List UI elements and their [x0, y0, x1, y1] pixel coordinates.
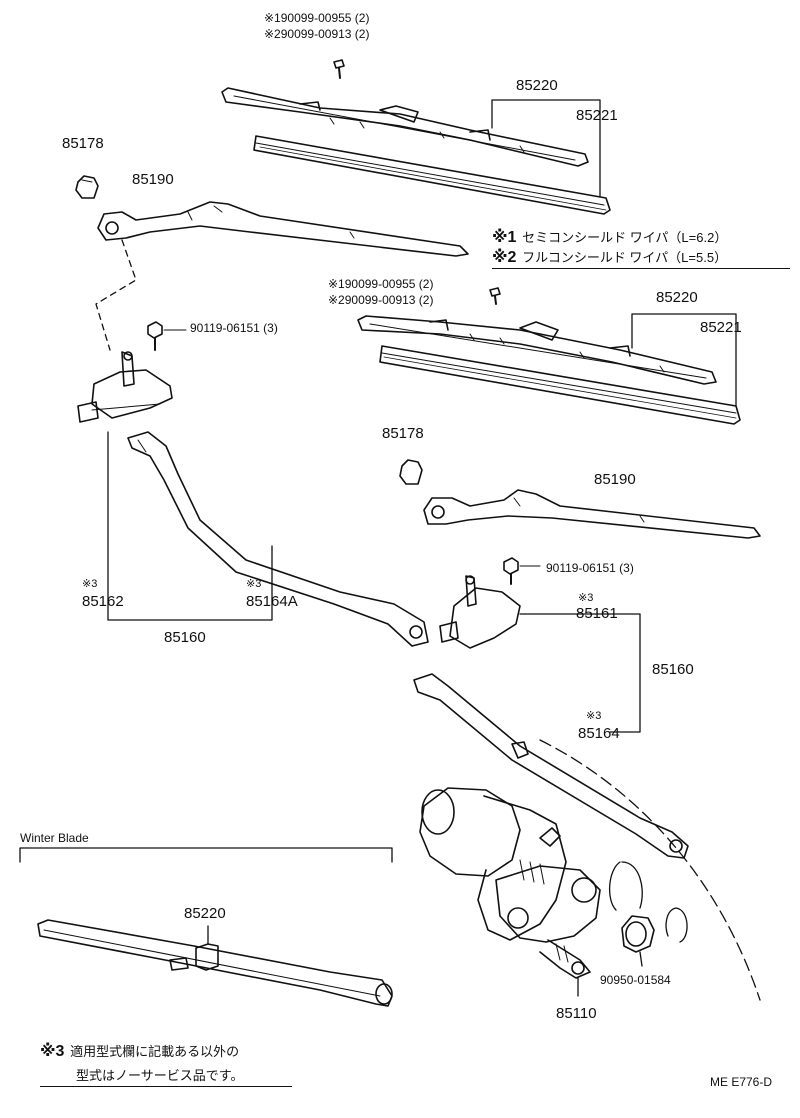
winter-blade: [37, 919, 393, 1007]
label-link-right-rod: 85164: [578, 725, 620, 742]
label-link-left-pivot: 85162: [82, 593, 124, 610]
note-2: ※2 フルコンシールド ワイパ（L=5.5）: [492, 249, 728, 266]
left-pivot: [77, 351, 173, 423]
note-3-line2: 型式はノーサービス品です。: [76, 1068, 244, 1083]
label-link-right-pivot: 85161: [576, 605, 618, 622]
note-3-underline: [40, 1086, 292, 1087]
label-bolt-lower: 90119-06151 (3): [546, 561, 634, 575]
lower-wiper-refill: [379, 345, 741, 425]
lower-wiper-blade: [357, 315, 717, 385]
upper-wiper-blade: [221, 87, 589, 167]
left-callout-lines: [107, 431, 273, 621]
label-grommet: 90950-01584: [600, 973, 671, 987]
winter-bracket: [19, 847, 393, 863]
label-blade-upper: 85220: [516, 77, 558, 94]
right-link-rod: [413, 673, 689, 859]
upper-wiper-arm: [97, 201, 469, 257]
left-link-rod: [127, 431, 429, 647]
upper-bolt: [147, 321, 187, 351]
note-2-underline: [492, 268, 790, 269]
note-1: ※1 セミコンシールド ワイパ（L=6.2）: [492, 229, 728, 246]
label-arm-upper: 85190: [132, 171, 174, 188]
lower-cap: [399, 459, 423, 485]
winter-blade-title: Winter Blade: [20, 831, 89, 845]
screws-lower-line1: ※190099-00955 (2): [328, 277, 434, 291]
lower-bolt: [503, 557, 541, 585]
label-link-left-rod: 85164A: [246, 593, 298, 610]
wiper-motor: [419, 787, 601, 979]
label-link-right-assy: 85160: [652, 661, 694, 678]
label-link-left-mark: ※3: [82, 578, 98, 590]
upper-screw: [333, 59, 345, 79]
diagram-code: ME E776-D: [710, 1075, 773, 1089]
note-2-text: フルコンシールド ワイパ（L=5.5）: [522, 250, 728, 265]
screws-upper-line2: ※290099-00913 (2): [264, 27, 370, 41]
note-3-text-1: 適用型式欄に記載ある以外の: [70, 1044, 240, 1059]
label-cap-lower: 85178: [382, 425, 424, 442]
grommet-circle-large: [609, 861, 643, 911]
label-link-right-pivot-mark: ※3: [578, 592, 594, 604]
label-winter-blade: 85220: [184, 905, 226, 922]
screws-lower-line2: ※290099-00913 (2): [328, 293, 434, 307]
upper-cap: [75, 175, 99, 199]
arm-to-pivot-link: [95, 239, 137, 351]
screws-upper-line1: ※190099-00955 (2): [264, 11, 370, 25]
note-1-mark: ※1: [492, 229, 517, 246]
upper-wiper-refill: [253, 135, 611, 215]
upper-blade-callout: [491, 99, 601, 197]
motor-dashed-arc: [539, 739, 761, 1001]
label-bolt-upper: 90119-06151 (3): [190, 321, 278, 335]
lower-wiper-arm: [423, 489, 761, 539]
label-motor: 85110: [556, 1005, 597, 1022]
right-pivot: [439, 575, 521, 649]
label-link-right-rod-mark: ※3: [586, 710, 602, 722]
note-3-line1: ※3 適用型式欄に記載ある以外の: [40, 1043, 240, 1060]
right-callout-lines: [519, 613, 641, 733]
motor-grommet: [621, 915, 655, 967]
note-2-mark: ※2: [492, 249, 517, 266]
label-arm-lower: 85190: [594, 471, 636, 488]
label-refill-upper: 85221: [576, 107, 618, 124]
lower-blade-callout: [631, 313, 737, 407]
label-link-left-rod-mark: ※3: [246, 578, 262, 590]
note-3-mark: ※3: [40, 1043, 65, 1060]
label-blade-lower: 85220: [656, 289, 698, 306]
label-refill-lower: 85221: [700, 319, 742, 336]
label-cap-upper: 85178: [62, 135, 104, 152]
label-link-left-assy: 85160: [164, 629, 206, 646]
lower-screw: [489, 287, 501, 305]
grommet-circle-small: [665, 907, 688, 943]
note-1-text: セミコンシールド ワイパ（L=6.2）: [522, 230, 728, 245]
